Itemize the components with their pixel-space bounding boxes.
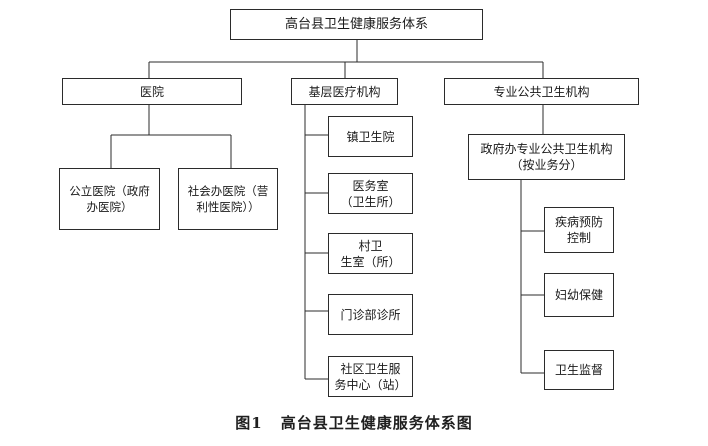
- public-health-item-label: 疾病预防 控制: [554, 215, 603, 245]
- grassroots-item-label: 医务室 （卫生所）: [340, 178, 401, 209]
- category-grassroots: 基层医疗机构: [291, 78, 398, 105]
- public-health-item-disease-control: 疾病预防 控制: [544, 207, 614, 253]
- grassroots-item-clinic-room: 医务室 （卫生所）: [328, 173, 413, 214]
- public-hospital-node: 公立医院（政府 办医院）: [59, 168, 160, 230]
- grassroots-item-label: 村卫 生室（所）: [340, 238, 401, 269]
- category-hospital-label: 医院: [139, 84, 164, 99]
- grassroots-item-village-clinic: 村卫 生室（所）: [328, 233, 413, 274]
- grassroots-item-label: 镇卫生院: [346, 129, 395, 144]
- figure-title: 高台县卫生健康服务体系图: [280, 414, 473, 432]
- public-health-item-maternal-child: 妇幼保健: [544, 273, 614, 317]
- public-hospital-label: 公立医院（政府 办医院）: [69, 184, 150, 214]
- public-health-item-label: 妇幼保健: [554, 288, 603, 302]
- public-health-item-supervision: 卫生监督: [544, 350, 614, 390]
- figure-caption: 图1 高台县卫生健康服务体系图: [0, 412, 708, 433]
- grassroots-item-community-health-center: 社区卫生服 务中心（站）: [328, 356, 413, 397]
- grassroots-item-label: 门诊部诊所: [340, 307, 401, 322]
- grassroots-item-label: 社区卫生服 务中心（站）: [334, 361, 407, 392]
- category-grassroots-label: 基层医疗机构: [308, 84, 381, 99]
- private-hospital-node: 社会办医院（营 利性医院））: [178, 168, 278, 230]
- category-hospital: 医院: [62, 78, 242, 105]
- grassroots-item-town-health-center: 镇卫生院: [328, 116, 413, 157]
- root-node: 高台县卫生健康服务体系: [230, 9, 483, 40]
- category-public-health-label: 专业公共卫生机构: [493, 84, 590, 99]
- category-public-health: 专业公共卫生机构: [444, 78, 639, 105]
- root-label: 高台县卫生健康服务体系: [284, 16, 428, 32]
- public-health-sub-node: 政府办专业公共卫生机构 （按业务分）: [468, 134, 625, 180]
- public-health-item-label: 卫生监督: [554, 363, 603, 377]
- figure-number: 图1: [235, 414, 263, 432]
- public-health-sub-label: 政府办专业公共卫生机构 （按业务分）: [480, 142, 613, 172]
- private-hospital-label: 社会办医院（营 利性医院））: [187, 184, 269, 214]
- grassroots-item-outpatient-clinic: 门诊部诊所: [328, 294, 413, 335]
